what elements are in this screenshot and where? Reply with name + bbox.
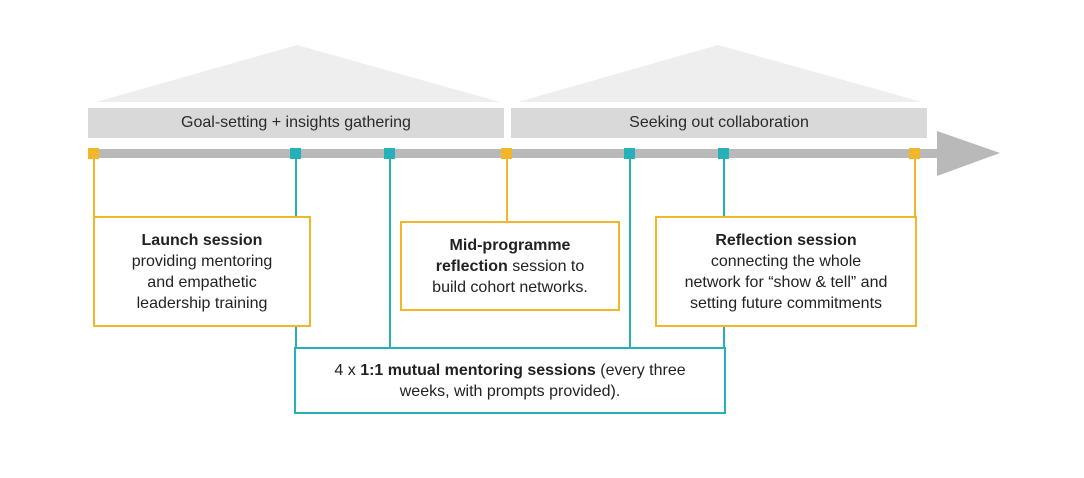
mid-programme-line-2: reflection session to bbox=[435, 257, 585, 275]
mid-programme-box: Mid-programme reflection session to buil… bbox=[400, 221, 620, 311]
reflection-session-line-2: network for “show & tell” and bbox=[684, 273, 888, 291]
mid-programme-line-3: build cohort networks. bbox=[432, 278, 588, 296]
reflection-session-line-3: setting future commitments bbox=[689, 294, 883, 312]
launch-session-box: Launch session providing mentoring and e… bbox=[93, 216, 311, 327]
mentoring-sessions-line-2: weeks, with prompts provided). bbox=[399, 382, 621, 400]
phase-2-roof bbox=[518, 45, 922, 102]
launch-session-line-3: leadership training bbox=[136, 294, 268, 312]
mentoring-marker-3 bbox=[624, 148, 635, 159]
launch-session-line-2: and empathetic bbox=[147, 273, 257, 291]
launch-session-title: Launch session bbox=[141, 231, 263, 249]
reflection-marker bbox=[909, 148, 920, 159]
reflection-session-box: Reflection session connecting the whole … bbox=[655, 216, 917, 327]
reflection-session-title: Reflection session bbox=[715, 231, 857, 249]
phase-1-label: Goal-setting + insights gathering bbox=[181, 114, 411, 131]
timeline-arrowhead bbox=[937, 131, 1000, 176]
mentoring-marker-1 bbox=[290, 148, 301, 159]
mid-programme-title: Mid-programme bbox=[449, 236, 571, 254]
reflection-session-line-1: connecting the whole bbox=[710, 252, 862, 270]
launch-marker bbox=[88, 148, 99, 159]
mentoring-marker-4 bbox=[718, 148, 729, 159]
phase-1-roof bbox=[96, 45, 500, 102]
phase-2-label: Seeking out collaboration bbox=[629, 114, 809, 131]
mid-marker bbox=[501, 148, 512, 159]
phase-2-band bbox=[511, 108, 927, 138]
launch-session-line-1: providing mentoring bbox=[131, 252, 273, 270]
mentoring-sessions-line-1: 4 x 1:1 mutual mentoring sessions (every… bbox=[334, 361, 686, 379]
mentoring-marker-2 bbox=[384, 148, 395, 159]
timeline-bar bbox=[88, 149, 940, 158]
phase-1-band bbox=[88, 108, 504, 138]
mentoring-sessions-box: 4 x 1:1 mutual mentoring sessions (every… bbox=[294, 347, 726, 414]
